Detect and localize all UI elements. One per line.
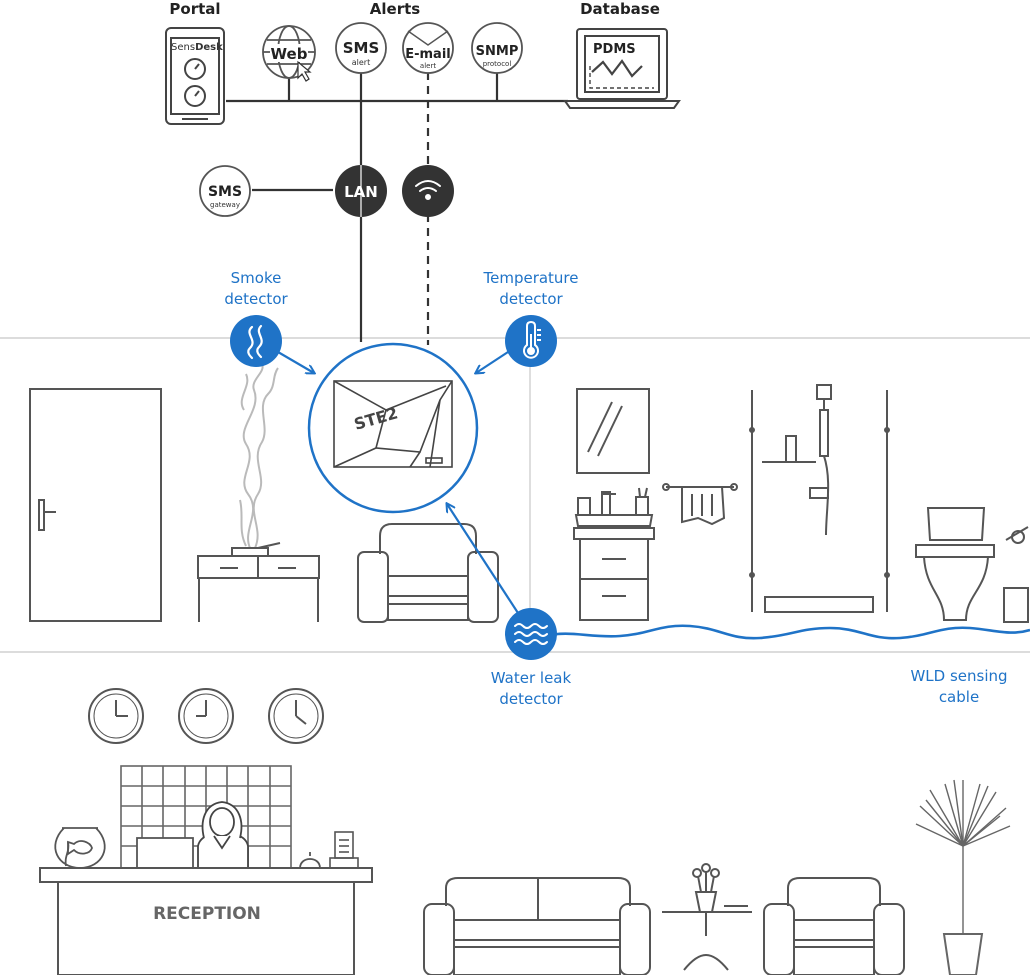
clock-1 [88, 688, 144, 744]
database-header: Database [580, 0, 660, 18]
armchair-middle [357, 523, 499, 623]
smoke-detector-circle [230, 315, 282, 367]
water-leak-detector-label: Water leak detector [476, 668, 586, 710]
mirror [576, 388, 650, 474]
smoke-detector-label: Smoke detector [206, 268, 306, 310]
pdms-label: PDMS [593, 42, 636, 57]
tablet-brand-b: Desk [195, 42, 223, 53]
email-sub-label: alert [420, 62, 436, 70]
wifi-icon [415, 180, 441, 200]
wld-sensing-cable [544, 624, 1030, 640]
monitor [136, 837, 194, 869]
sms-alert-circle [335, 22, 387, 74]
wld-label-line1: WLD sensing [910, 667, 1008, 685]
envelope-icon [407, 30, 449, 46]
sofa [423, 877, 651, 975]
desk-table [197, 542, 320, 622]
thermometer-icon [523, 320, 541, 359]
tablet-icon [165, 27, 225, 125]
clock-3 [268, 688, 324, 744]
sign-holder [329, 831, 359, 869]
snmp-sub-label: protocol [483, 60, 512, 68]
fishbowl [54, 827, 106, 869]
sink-vanity [573, 487, 655, 621]
coffee-table [662, 863, 752, 971]
sms-sub-label: alert [352, 58, 370, 67]
reception-label: RECEPTION [153, 904, 261, 924]
web-label: Web [271, 45, 308, 63]
smoke-arrow [277, 351, 314, 373]
temp-label-line1: Temperature [483, 269, 579, 287]
sms-label: SMS [343, 39, 380, 57]
smoke-icon [247, 324, 263, 360]
tablet-brand-a: Sens [171, 42, 195, 53]
reception-desk [39, 867, 373, 975]
svg-text:SensDesk: SensDesk [171, 42, 223, 53]
water-label-line2: detector [499, 690, 563, 708]
email-label: E-mail [405, 47, 451, 62]
ste2-circle [307, 342, 479, 514]
temp-arrow [476, 351, 509, 373]
water-waves-icon [514, 623, 548, 645]
snmp-label: SNMP [476, 44, 519, 59]
towel [662, 483, 738, 526]
lan-label: LAN [344, 183, 378, 201]
laptop-icon [563, 28, 681, 109]
potted-plant [915, 779, 1011, 975]
clock-2 [178, 688, 234, 744]
gateway-sub-label: gateway [210, 201, 240, 209]
cursor-icon [297, 60, 312, 82]
door [29, 388, 162, 622]
sms-gateway-circle [199, 165, 251, 217]
armchair-lower [763, 877, 905, 975]
gateway-label: SMS [208, 184, 242, 200]
temperature-detector-label: Temperature detector [470, 268, 592, 310]
smoke-label-line2: detector [224, 290, 288, 308]
ste2-device [333, 380, 453, 468]
shower [749, 384, 890, 613]
snmp-circle [471, 22, 523, 74]
smoke-wisps [239, 363, 279, 549]
smoke-label-line1: Smoke [230, 269, 282, 287]
temp-label-line2: detector [499, 290, 563, 308]
receptionist [197, 801, 249, 869]
water-label-line1: Water leak [490, 669, 572, 687]
portal-header: Portal [169, 0, 221, 18]
toilet [915, 507, 1029, 623]
wld-cable-label: WLD sensing cable [897, 666, 1021, 708]
water-arrow [447, 504, 519, 614]
alerts-header: Alerts [369, 0, 421, 18]
desk-bell [299, 852, 321, 869]
wld-label-line2: cable [938, 688, 980, 706]
